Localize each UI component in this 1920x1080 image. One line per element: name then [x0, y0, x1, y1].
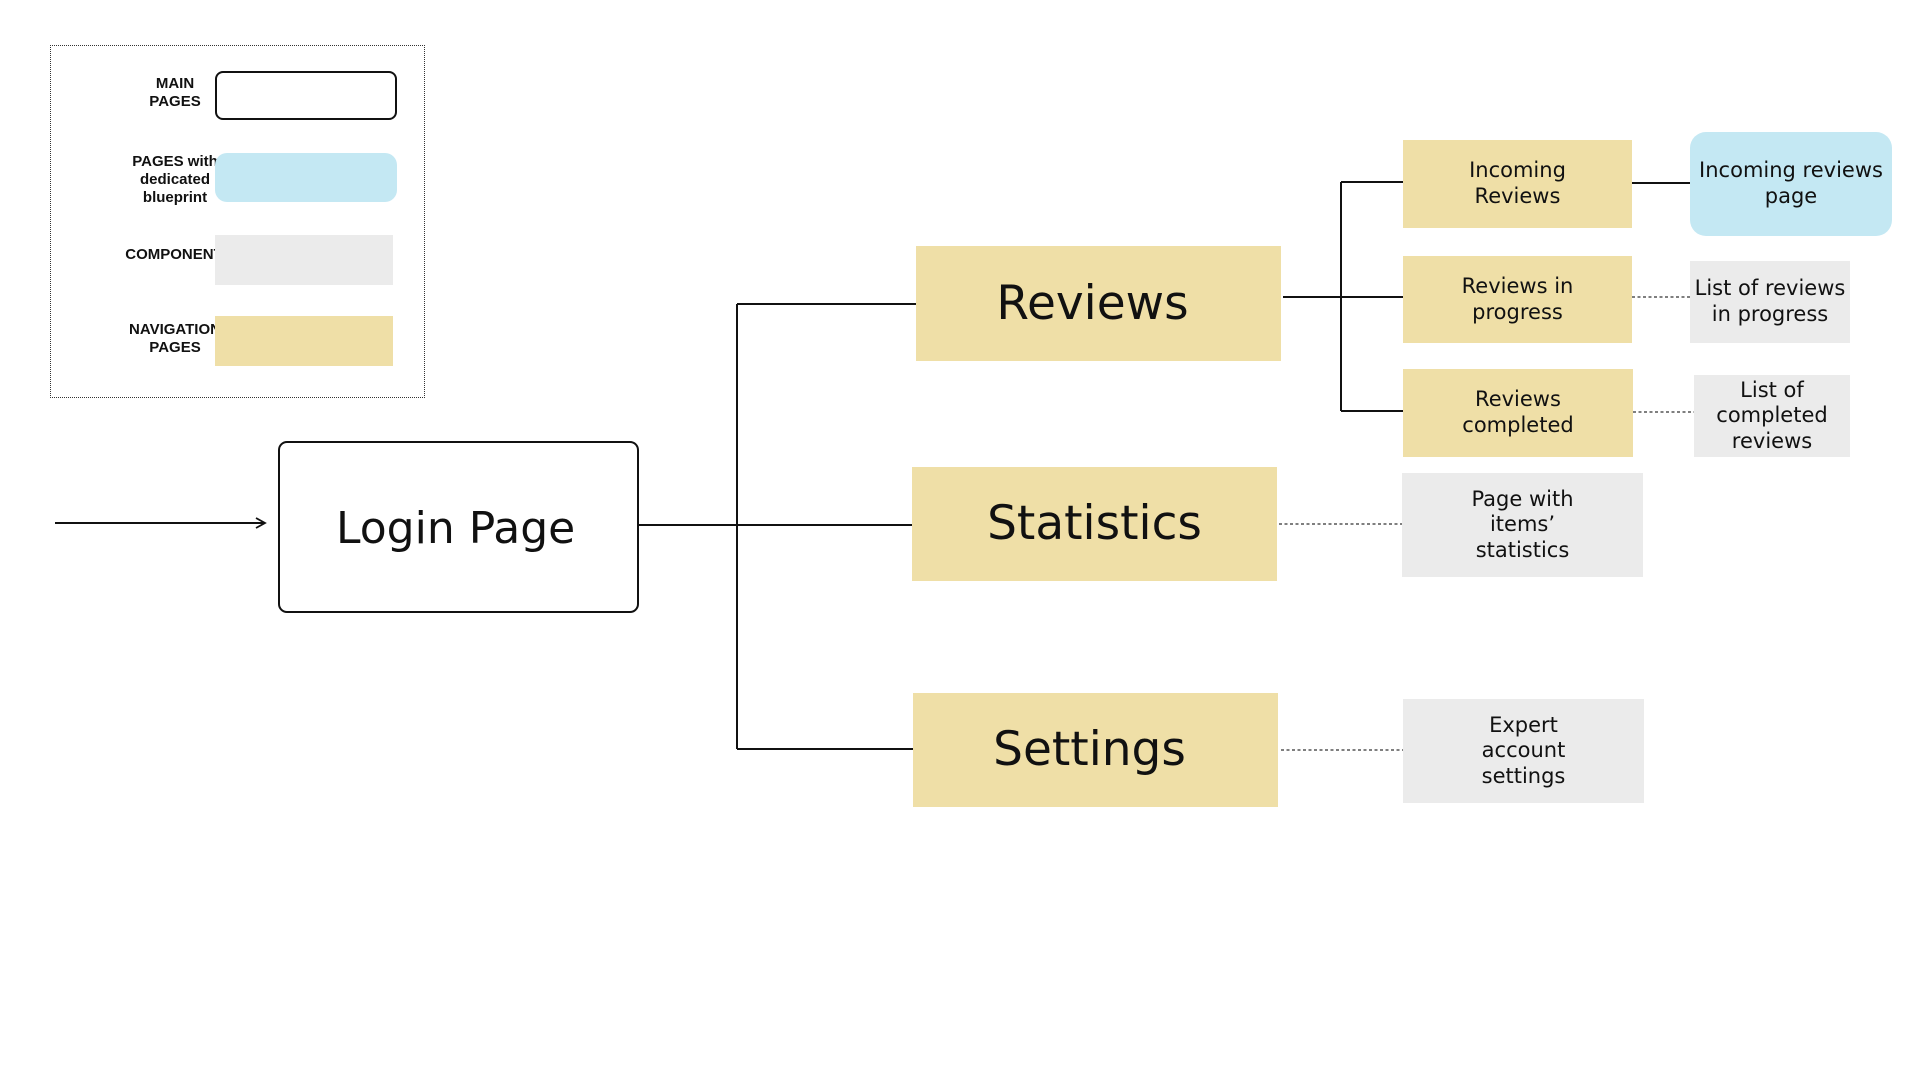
- legend-blueprint-swatch: [215, 153, 397, 202]
- list-completed-node: List of completed reviews: [1694, 375, 1850, 457]
- reviews-in-progress-label: Reviews in progress: [1461, 273, 1574, 324]
- items-statistics-node: Page with items’ statistics: [1402, 473, 1643, 577]
- list-in-progress-label: List of reviews in progress: [1694, 276, 1846, 326]
- incoming-reviews-page-label: Incoming reviews page: [1699, 158, 1883, 208]
- incoming-reviews-label: Incoming Reviews: [1469, 158, 1566, 208]
- login-page-label: Login Page: [336, 503, 576, 555]
- statistics-label: Statistics: [987, 496, 1202, 552]
- items-statistics-label: Page with items’ statistics: [1471, 486, 1574, 562]
- legend-blueprint-label: PAGES with dedicated blueprint: [132, 153, 218, 206]
- reviews-label: Reviews: [996, 275, 1189, 331]
- legend: MAIN PAGES PAGES with dedicated blueprin…: [50, 45, 425, 398]
- reviews-in-progress-node: Reviews in progress: [1403, 256, 1632, 343]
- list-in-progress-node: List of reviews in progress: [1690, 261, 1850, 343]
- incoming-reviews-node: Incoming Reviews: [1403, 140, 1632, 228]
- statistics-node: Statistics: [912, 467, 1277, 581]
- reviews-completed-label: Reviews completed: [1462, 387, 1574, 437]
- incoming-reviews-page-node: Incoming reviews page: [1690, 132, 1892, 236]
- account-settings-node: Expert account settings: [1403, 699, 1644, 803]
- settings-node: Settings: [913, 693, 1278, 807]
- legend-main-pages-swatch: [215, 71, 397, 120]
- legend-components-label: COMPONENTS: [125, 246, 233, 263]
- legend-navigation-swatch: [215, 316, 393, 366]
- settings-label: Settings: [993, 722, 1186, 778]
- legend-components-swatch: [215, 235, 393, 285]
- reviews-completed-node: Reviews completed: [1403, 369, 1633, 457]
- account-settings-label: Expert account settings: [1481, 712, 1566, 788]
- login-page-node: Login Page: [278, 441, 639, 613]
- legend-navigation-label: NAVIGATION PAGES: [129, 321, 221, 356]
- legend-main-pages-label: MAIN PAGES: [149, 75, 201, 110]
- list-completed-label: List of completed reviews: [1716, 377, 1828, 453]
- reviews-node: Reviews: [916, 246, 1281, 361]
